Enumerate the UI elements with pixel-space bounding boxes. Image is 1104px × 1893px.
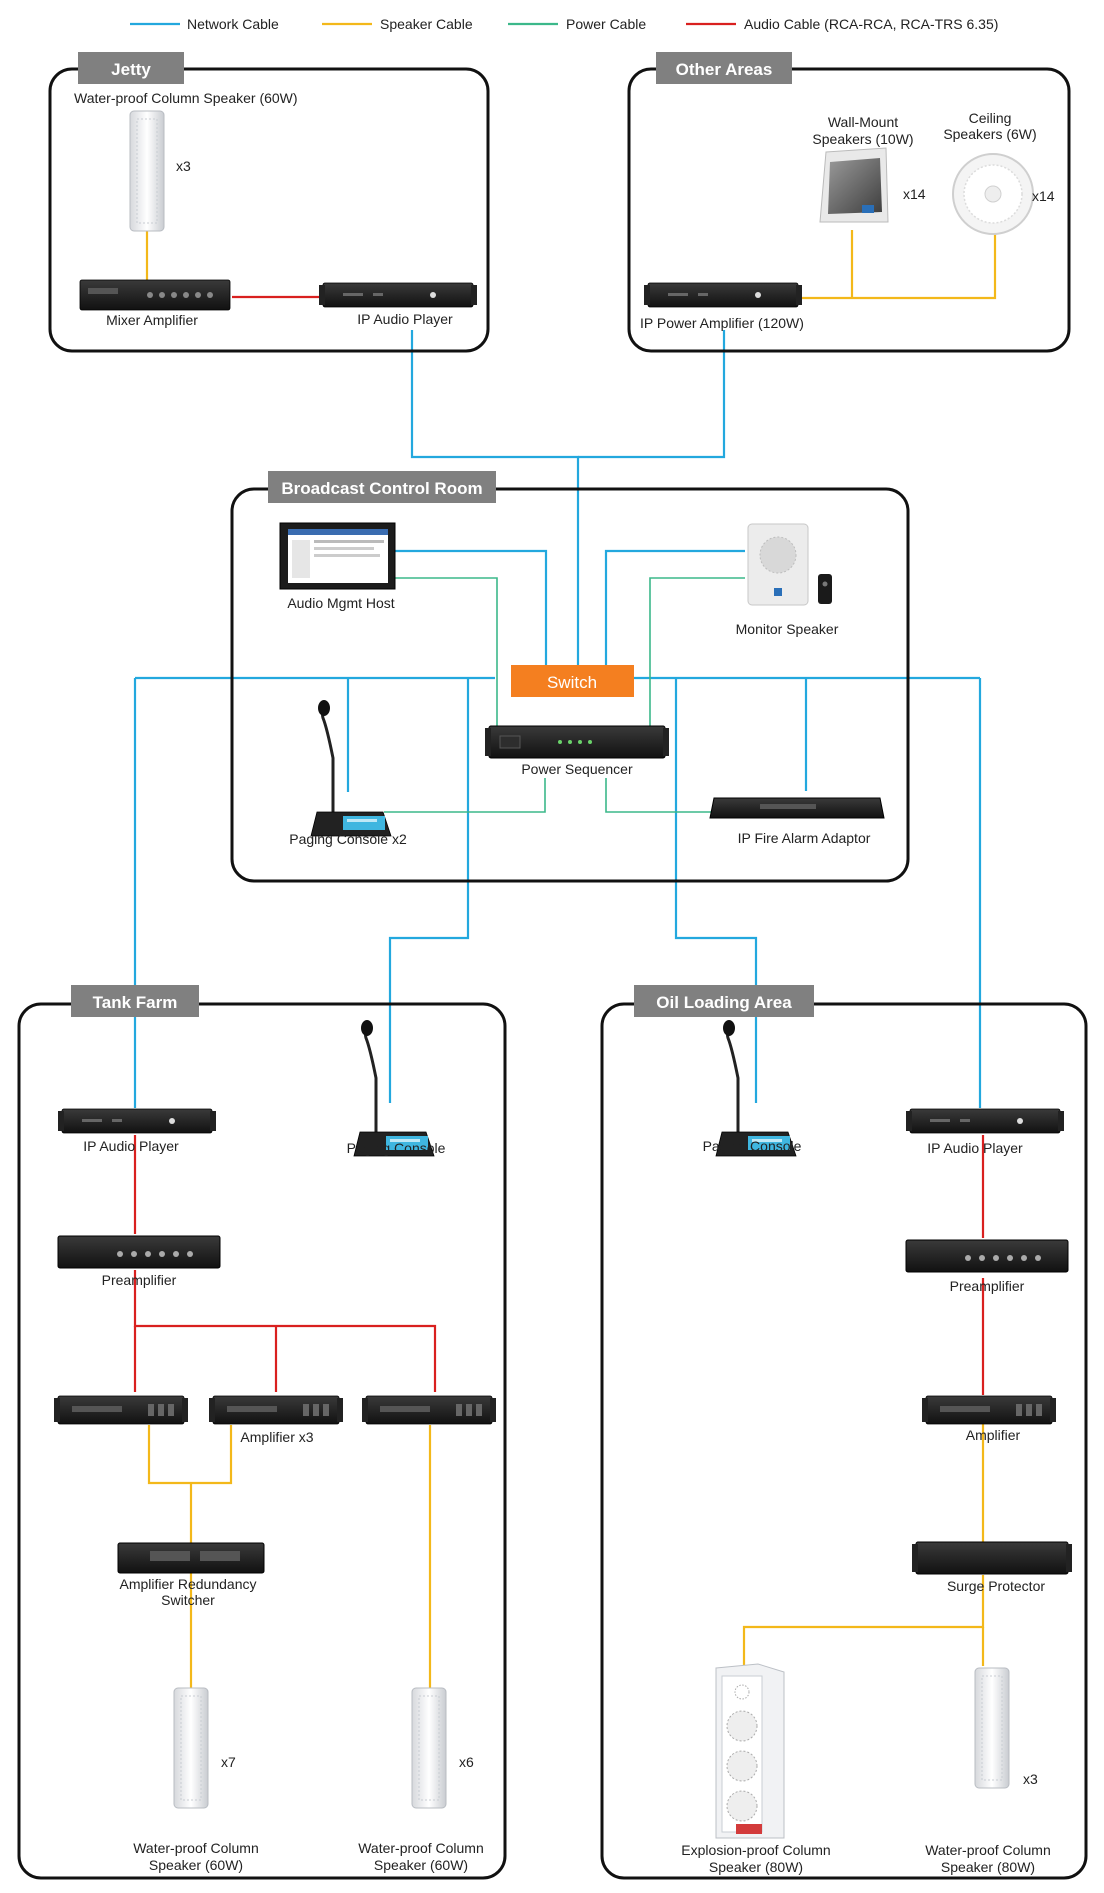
wall-speaker-label-2: Speakers (10W) bbox=[812, 131, 913, 147]
switch-label: Switch bbox=[547, 673, 597, 692]
zone-control-border bbox=[230, 487, 910, 883]
tank-switcher-label-2: Switcher bbox=[161, 1592, 215, 1608]
zone-tank-title: Tank Farm bbox=[93, 993, 178, 1012]
zone-control-title: Broadcast Control Room bbox=[281, 479, 482, 498]
tank-amp-label: Amplifier x3 bbox=[240, 1429, 313, 1445]
oil-amplifier bbox=[921, 1395, 1057, 1425]
zone-jetty-title: Jetty bbox=[111, 60, 151, 79]
legend-speaker-label: Speaker Cable bbox=[380, 16, 473, 32]
zone-tank-farm: Tank Farm IP Audio Player Paging Console… bbox=[17, 985, 507, 1880]
network-switch: Switch bbox=[511, 665, 634, 697]
tank-paging-label: Paging Console bbox=[347, 1140, 446, 1156]
zone-oil-loading: Oil Loading Area Paging Console IP Audio… bbox=[600, 985, 1088, 1880]
oil-amp-label: Amplifier bbox=[966, 1427, 1021, 1443]
ip-power-amp-label: IP Power Amplifier (120W) bbox=[640, 315, 804, 331]
monitor-speaker bbox=[747, 523, 832, 606]
surge-protector bbox=[912, 1541, 1072, 1575]
zone-other-tab bbox=[656, 52, 792, 84]
jetty-player-label: IP Audio Player bbox=[357, 311, 453, 327]
tank-preamp-label: Preamplifier bbox=[102, 1272, 177, 1288]
jetty-speaker-label: Water-proof Column Speaker (60W) bbox=[74, 90, 298, 106]
wall-mount-speaker bbox=[819, 147, 889, 223]
jetty-speaker-count: x3 bbox=[176, 158, 191, 174]
tank-speaker1-count: x7 bbox=[221, 1754, 236, 1770]
zone-oil-border bbox=[600, 1002, 1088, 1880]
explosion-proof-speaker bbox=[715, 1663, 785, 1839]
oil-preamp-label: Preamplifier bbox=[950, 1278, 1025, 1294]
zone-oil-title: Oil Loading Area bbox=[656, 993, 792, 1012]
zone-other-title: Other Areas bbox=[676, 60, 773, 79]
ip-power-amplifier bbox=[643, 282, 803, 308]
explosion-speaker-label-2: Speaker (80W) bbox=[709, 1859, 803, 1875]
audio-cables bbox=[133, 295, 985, 1395]
audio-host-label: Audio Mgmt Host bbox=[287, 595, 394, 611]
legend-audio-label: Audio Cable (RCA-RCA, RCA-TRS 6.35) bbox=[744, 16, 998, 32]
tank-ip-audio-player bbox=[57, 1108, 217, 1134]
tank-player-label: IP Audio Player bbox=[83, 1138, 179, 1154]
ceiling-speaker-count: x14 bbox=[1032, 188, 1055, 204]
monitor-speaker-label: Monitor Speaker bbox=[736, 621, 839, 637]
zone-tank-tab bbox=[71, 985, 199, 1017]
explosion-speaker-label-1: Explosion-proof Column bbox=[681, 1842, 830, 1858]
power-sequencer-label: Power Sequencer bbox=[521, 761, 633, 777]
tank-speaker2-label-1: Water-proof Column bbox=[358, 1840, 484, 1856]
jetty-column-speaker bbox=[129, 110, 165, 232]
tank-column-speaker-1 bbox=[173, 1687, 209, 1809]
zone-jetty-border bbox=[48, 67, 490, 353]
oil-player-label: IP Audio Player bbox=[927, 1140, 1023, 1156]
zone-jetty-tab bbox=[78, 52, 184, 84]
oil-preamplifier bbox=[905, 1239, 1069, 1273]
wall-speaker-label-1: Wall-Mount bbox=[828, 114, 898, 130]
oil-ip-audio-player bbox=[905, 1108, 1065, 1134]
power-sequencer bbox=[485, 725, 669, 759]
zone-oil-tab bbox=[634, 985, 814, 1017]
control-paging-console bbox=[309, 698, 393, 838]
tank-redundancy-switcher bbox=[117, 1542, 265, 1574]
jetty-ip-audio-player bbox=[318, 282, 478, 308]
ceiling-speaker-label-2: Speakers (6W) bbox=[943, 126, 1036, 142]
tank-speaker1-label-1: Water-proof Column bbox=[133, 1840, 259, 1856]
tank-speaker2-count: x6 bbox=[459, 1754, 474, 1770]
oil-column-label-1: Water-proof Column bbox=[925, 1842, 1051, 1858]
control-paging-label: Paging Console x2 bbox=[289, 831, 407, 847]
oil-column-speaker bbox=[974, 1667, 1010, 1789]
oil-column-count: x3 bbox=[1023, 1771, 1038, 1787]
zone-control-tab bbox=[268, 471, 496, 503]
ceiling-speaker-label-1: Ceiling bbox=[969, 110, 1012, 126]
legend-power-label: Power Cable bbox=[566, 16, 646, 32]
tank-speaker2-label-2: Speaker (60W) bbox=[374, 1857, 468, 1873]
ceiling-speaker bbox=[952, 153, 1034, 235]
tank-speaker1-label-2: Speaker (60W) bbox=[149, 1857, 243, 1873]
speaker-cables bbox=[145, 230, 997, 1688]
legend-network-label: Network Cable bbox=[187, 16, 279, 32]
jetty-mixer-label: Mixer Amplifier bbox=[106, 312, 198, 328]
audio-mgmt-host bbox=[279, 522, 396, 590]
tank-paging-console bbox=[352, 1018, 436, 1158]
fire-alarm-label: IP Fire Alarm Adaptor bbox=[738, 830, 871, 846]
tank-amplifier-1 bbox=[53, 1395, 189, 1425]
oil-paging-label: Paging Console bbox=[703, 1138, 802, 1154]
legend: Network Cable Speaker Cable Power Cable … bbox=[130, 16, 998, 32]
zone-control-room: Broadcast Control Room Audio Mgmt Host M… bbox=[230, 471, 910, 883]
power-cables bbox=[384, 577, 745, 813]
zone-tank-border bbox=[17, 1002, 507, 1880]
tank-column-speaker-2 bbox=[411, 1687, 447, 1809]
oil-column-label-2: Speaker (80W) bbox=[941, 1859, 1035, 1875]
tank-amplifier-2 bbox=[208, 1395, 344, 1425]
tank-switcher-label-1: Amplifier Redundancy bbox=[120, 1576, 257, 1592]
ip-fire-alarm-adaptor bbox=[709, 797, 885, 819]
tank-preamplifier bbox=[57, 1235, 221, 1269]
wall-speaker-count: x14 bbox=[903, 186, 926, 202]
tank-amplifier-3 bbox=[361, 1395, 497, 1425]
surge-protector-label: Surge Protector bbox=[947, 1578, 1045, 1594]
zone-other-areas: Other Areas Wall-Mount Speakers (10W) x1… bbox=[627, 52, 1071, 353]
zone-other-border bbox=[627, 67, 1071, 353]
network-cables bbox=[133, 330, 982, 1108]
jetty-mixer-amplifier bbox=[79, 279, 231, 311]
zone-jetty: Jetty Water-proof Column Speaker (60W) x… bbox=[48, 52, 490, 353]
